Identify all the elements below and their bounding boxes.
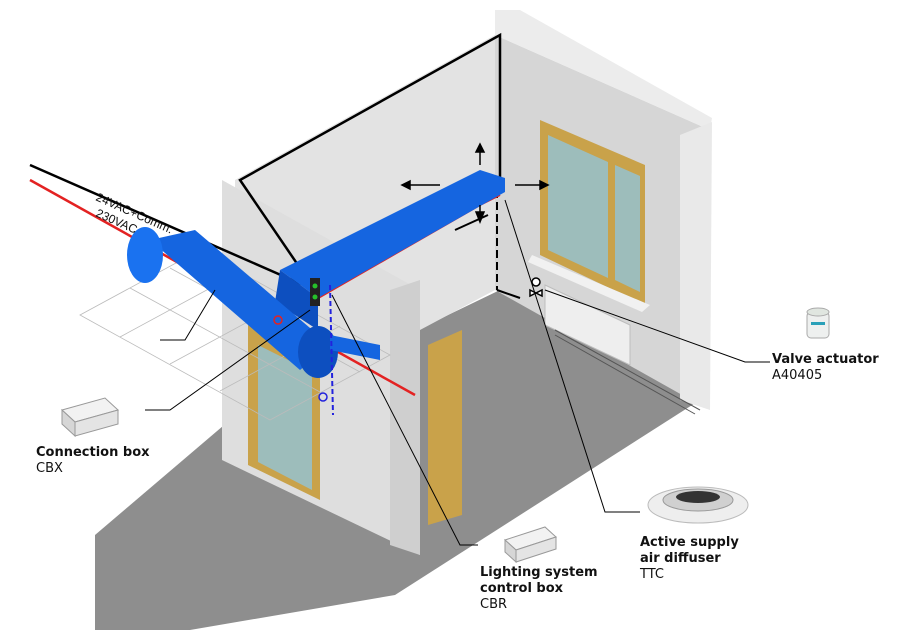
damper-bracket — [454, 214, 489, 231]
door — [428, 330, 462, 525]
lighting-box-title-1: Lighting system — [480, 565, 598, 580]
radiator — [544, 284, 631, 366]
lighting-wire — [329, 284, 334, 416]
pipes — [554, 329, 701, 415]
supply-duct — [127, 170, 505, 378]
valve-actuator-callout: Valve actuator A40405 — [772, 352, 879, 384]
diffuser-code: TTC — [640, 567, 664, 582]
lighting-box-code: CBR — [480, 597, 508, 612]
front-left-wall-side — [390, 280, 420, 555]
junction — [273, 315, 283, 325]
back-window-glass-right — [615, 165, 640, 292]
connection-box-callout: Connection box CBX — [36, 445, 150, 477]
connection-box-device — [61, 397, 119, 438]
leader-lines — [145, 199, 770, 546]
front-window-glass — [258, 345, 312, 490]
valve-symbol — [529, 277, 543, 298]
control-module — [310, 278, 320, 306]
lighting-box-device — [504, 526, 557, 564]
airflow-arrows — [400, 142, 550, 225]
comm-wire — [29, 32, 502, 292]
lighting-box-callout: Lighting system control box CBR — [480, 565, 598, 613]
valve-actuator-title: Valve actuator — [772, 352, 879, 367]
back-window-sill — [528, 255, 650, 312]
connection-box-title: Connection box — [36, 445, 150, 460]
back-wall-edge — [680, 122, 712, 410]
diffuser-callout: Active supply air diffuser TTC — [640, 535, 739, 583]
back-wall-top — [495, 10, 712, 130]
valve-actuator-code: A40405 — [772, 368, 823, 383]
valve-actuator-device — [806, 307, 830, 339]
led-1 — [312, 283, 318, 289]
diffuser-title-2: air diffuser — [640, 551, 721, 566]
diffuser-device — [647, 486, 749, 524]
connection-box-code: CBX — [36, 461, 63, 476]
lighting-box-title-2: control box — [480, 581, 564, 596]
diffuser-title-1: Active supply — [640, 535, 739, 550]
back-window-glass-left — [548, 135, 608, 278]
led-2 — [312, 294, 318, 300]
lighting-switch — [318, 392, 328, 402]
comm-wire-valve — [496, 289, 521, 299]
